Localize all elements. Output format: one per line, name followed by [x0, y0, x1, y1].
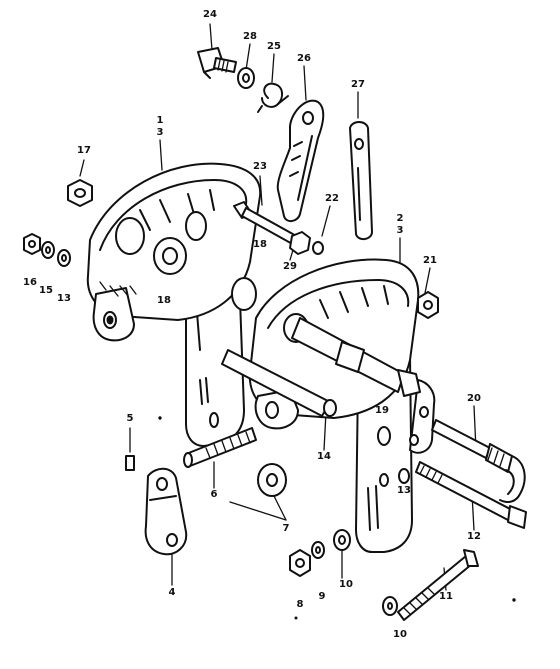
callout-21: 21	[423, 255, 437, 266]
handle-rod-20	[431, 419, 526, 503]
callout-1: 1	[156, 115, 164, 126]
washer-10-top	[333, 529, 351, 551]
nut-21	[417, 291, 439, 319]
callout-19: 19	[375, 405, 389, 416]
callout-29: 29	[283, 261, 297, 272]
bracket-plate-26	[276, 99, 325, 222]
nut-17	[67, 179, 93, 207]
clamp-bracket-right	[248, 258, 436, 553]
callout-10-top: 10	[339, 579, 353, 590]
bolt-24	[197, 47, 237, 79]
callout-24: 24	[203, 9, 217, 20]
callout-28: 28	[243, 31, 257, 42]
washer-9	[311, 541, 325, 559]
slotted-strap-27	[349, 121, 373, 240]
callout-12: 12	[467, 531, 481, 542]
callout-4: 4	[168, 587, 176, 598]
callout-13-left: 13	[57, 293, 71, 304]
callout-18-top: 18	[253, 239, 267, 250]
callout-25: 25	[267, 41, 281, 52]
callout-27: 27	[351, 79, 365, 90]
callout-26: 26	[297, 53, 311, 64]
callout-13-right: 13	[397, 485, 411, 496]
callout-5: 5	[126, 413, 134, 424]
pin-5	[125, 455, 135, 471]
callout-22: 22	[325, 193, 339, 204]
specks	[158, 416, 516, 620]
callout-3-left: 3	[156, 127, 164, 138]
callout-16: 16	[23, 277, 37, 288]
bushing-18-left	[153, 237, 187, 275]
nut-29	[289, 231, 311, 255]
callout-6: 6	[210, 489, 218, 500]
callout-10-bottom: 10	[393, 629, 407, 640]
callout-20: 20	[467, 393, 481, 404]
callout-11: 11	[439, 591, 453, 602]
callout-8: 8	[296, 599, 304, 610]
bolt-19	[283, 313, 421, 397]
callout-23: 23	[253, 161, 267, 172]
bolt-12	[415, 461, 527, 529]
washer-10-bottom	[382, 596, 398, 616]
callout-14: 14	[317, 451, 331, 462]
washer-13-right	[398, 468, 410, 484]
washer-22	[312, 241, 324, 255]
bushing-18-mid	[231, 277, 257, 311]
callout-15: 15	[39, 285, 53, 296]
nut-8	[289, 549, 311, 577]
callout-9: 9	[318, 591, 326, 602]
callout-3-right: 3	[396, 225, 404, 236]
screw-6	[183, 427, 257, 468]
callout-2: 2	[396, 213, 404, 224]
swivel-pad-7	[257, 463, 287, 497]
callout-17: 17	[77, 145, 91, 156]
spring-clip-25	[257, 82, 289, 113]
callout-7: 7	[282, 523, 290, 534]
bolt-11	[397, 549, 479, 621]
washer-28	[237, 67, 255, 89]
callout-18-bottom: 18	[157, 295, 171, 306]
washer-15	[41, 241, 55, 259]
washer-13-left	[57, 249, 71, 267]
nut-16	[23, 233, 41, 255]
tube-14	[221, 349, 337, 417]
cam-lever-4	[144, 467, 188, 556]
